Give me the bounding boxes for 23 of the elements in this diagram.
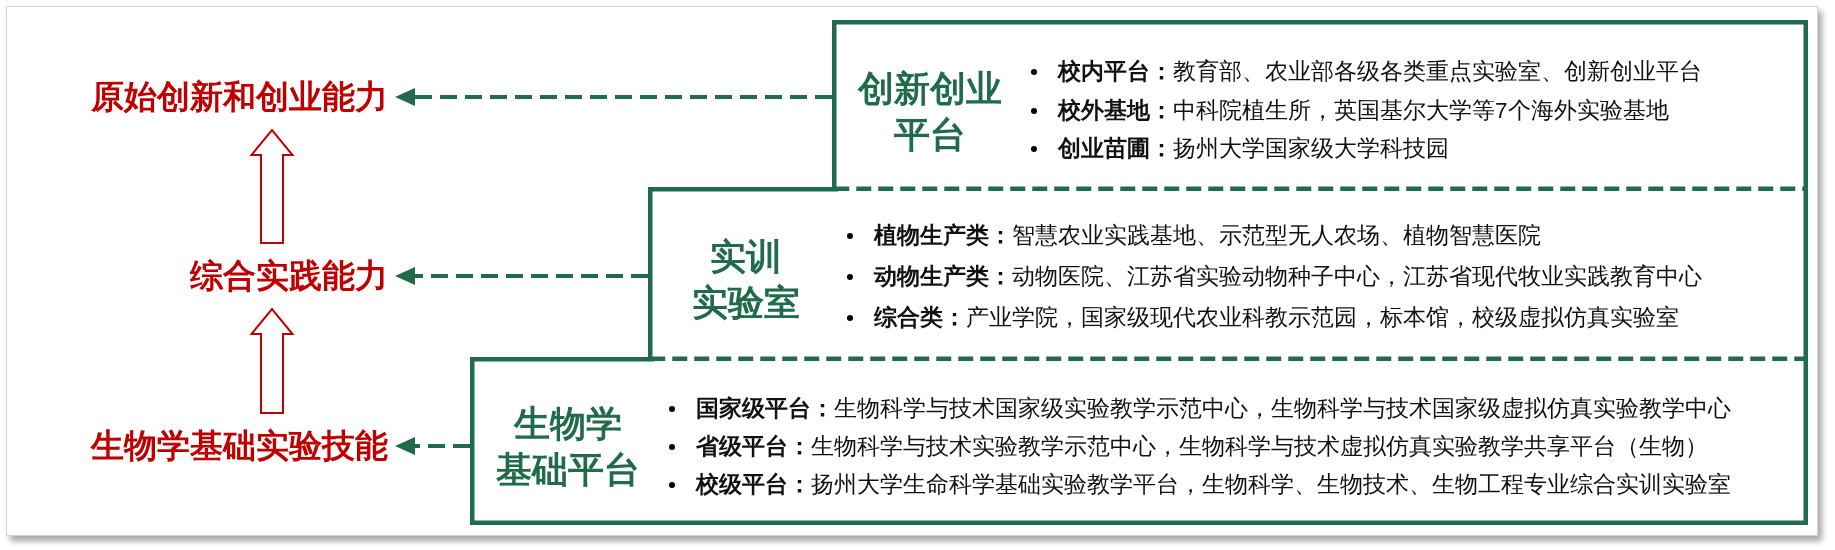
dashed-arrow [395,437,470,455]
dashed-arrow [395,267,648,285]
list-item: 省级平台：生物科学与技术实验教学示范中心，生物科学与技术虚拟仿真实验教学共享平台（生物） [696,433,1708,461]
list-item: 校级平台：扬州大学生命科学基础实验教学平台，生物科学、生物技术、生物工程专业综合实训实验室 [696,471,1731,499]
tier-title: 生物学基础平台 [496,402,640,492]
capability-label: 生物学基础实验技能 [91,427,388,465]
tier-title: 实训实验室 [692,235,800,325]
capability-label: 原始创新和创业能力 [91,78,388,116]
list-item: 植物生产类：智慧农业实践基地、示范型无人农场、植物智慧医院 [874,222,1541,250]
list-item: 综合类：产业学院，国家级现代农业科教示范园，标本馆，校级虚拟仿真实验室 [874,304,1679,332]
capability-label: 综合实践能力 [190,257,388,295]
list-item: 国家级平台：生物科学与技术国家级实验教学示范中心，生物科学与技术国家级虚拟仿真实验教学中心 [696,395,1731,423]
hollow-arrow [249,307,295,414]
list-item: 校外基地：中科院植生所，英国基尔大学等7个海外实验基地 [1058,96,1669,125]
tier-box [832,20,1808,191]
list-item: 校内平台：教育部、农业部各级各类重点实验室、创新创业平台 [1058,58,1702,86]
hollow-arrow [249,128,295,244]
tier-box [470,357,1808,525]
list-item: 动物生产类：动物医院、江苏省实验动物种子中心，江苏省现代牧业实践教育中心 [874,263,1702,291]
dashed-arrow [395,88,832,106]
tier-box [648,187,1808,361]
list-item: 创业苗圃：扬州大学国家级大学科技园 [1058,135,1449,163]
tier-title: 创新创业平台 [858,66,1002,157]
